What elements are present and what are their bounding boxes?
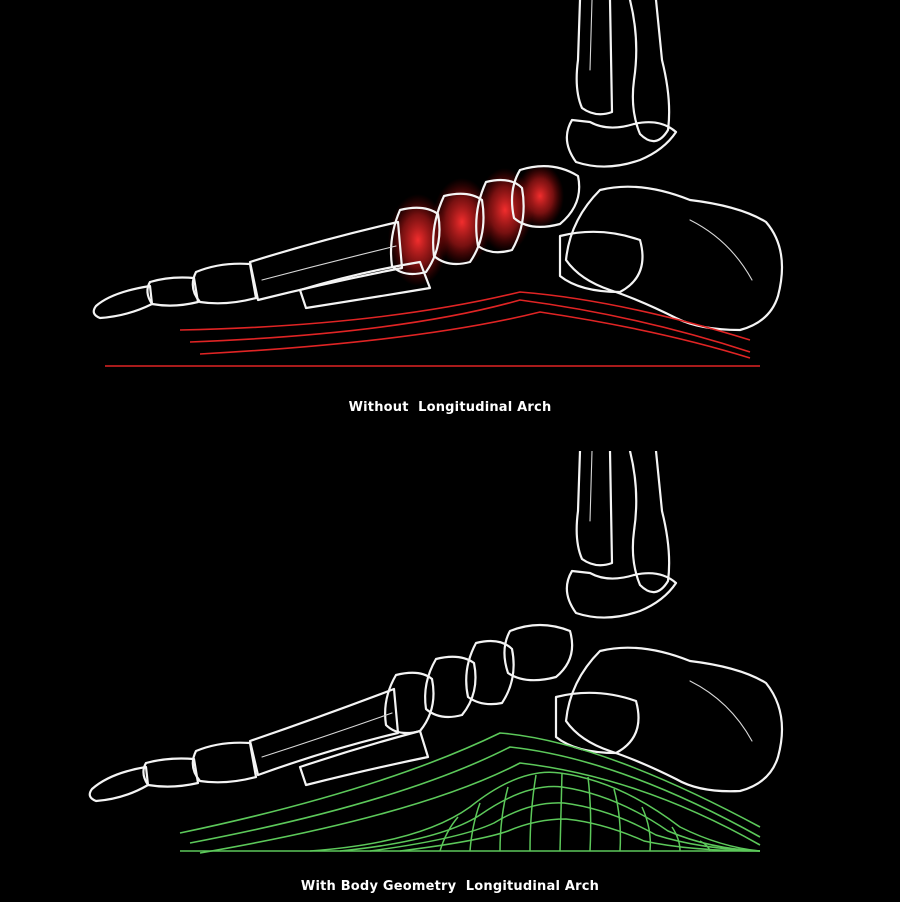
- collapsed-arch-lines: [105, 291, 760, 367]
- arch-support-mesh: [179, 732, 761, 854]
- foot-skeleton-bottom: [88, 451, 784, 803]
- foot-with-arch-illustration: [88, 451, 784, 854]
- foot-without-arch-illustration: [92, 0, 784, 367]
- caption-with-arch: With Body Geometry Longitudinal Arch: [300, 879, 600, 894]
- foot-skeleton-top: [92, 0, 784, 332]
- caption-without-arch: Without Longitudinal Arch: [348, 400, 552, 415]
